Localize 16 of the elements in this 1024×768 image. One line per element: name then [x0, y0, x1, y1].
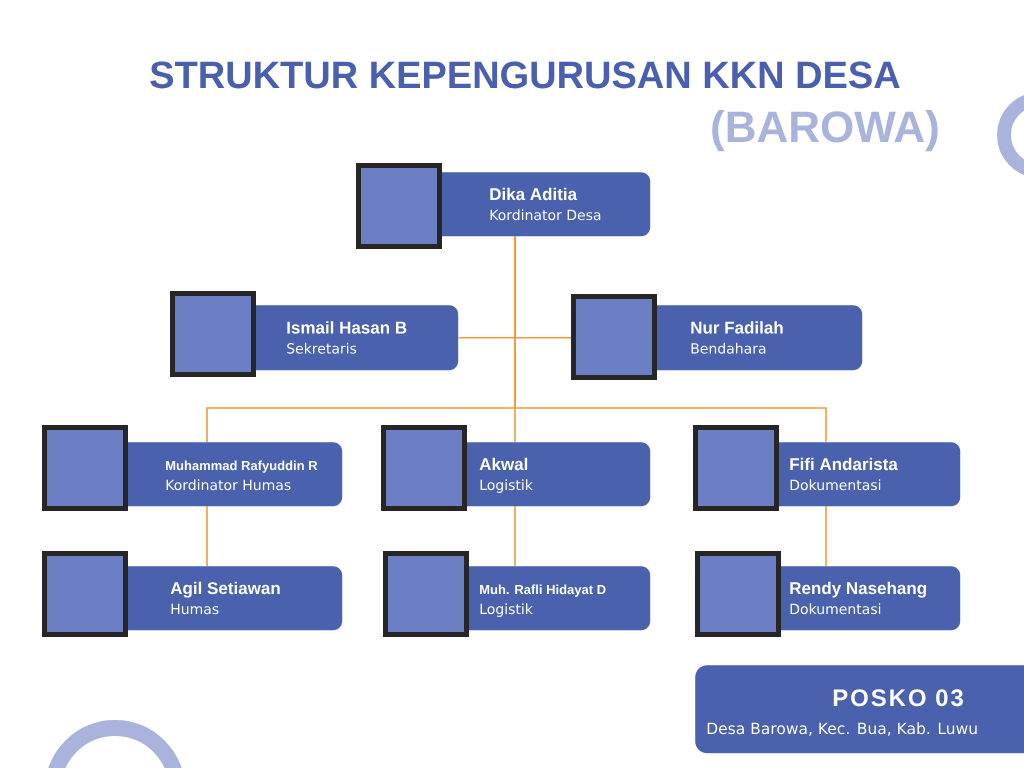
person-card: Rendy Nasehang Dokumentasi [695, 551, 961, 637]
connector-line [825, 505, 827, 567]
connector-line [514, 235, 827, 443]
person-card: Akwal Logistik [381, 425, 651, 511]
person-card: Dika Aditia Kordinator Desa [356, 163, 651, 249]
subtitle: (BAROWA) [712, 110, 938, 152]
person-card: Muhammad Rafyuddin R Kordinator Humas [42, 425, 343, 511]
person-card: Muh. Rafli Hidayat D Logistik [383, 551, 651, 637]
connector-line [514, 505, 516, 567]
person-card: Agil Setiawan Humas [42, 551, 343, 637]
person-card: Fifi Andarista Dokumentasi [693, 425, 961, 511]
connector-line [206, 505, 208, 567]
title: STRUKTUR KEPENGURUSAN KKN DESA [150, 61, 900, 89]
person-card: Nur Fadilah Bendahara [571, 294, 863, 380]
location-box: POSKO 03 Desa Barowa, Kec. Bua, Kab. Luwu [695, 665, 1024, 754]
person-card: Ismail Hasan B Sekretaris [170, 291, 459, 377]
